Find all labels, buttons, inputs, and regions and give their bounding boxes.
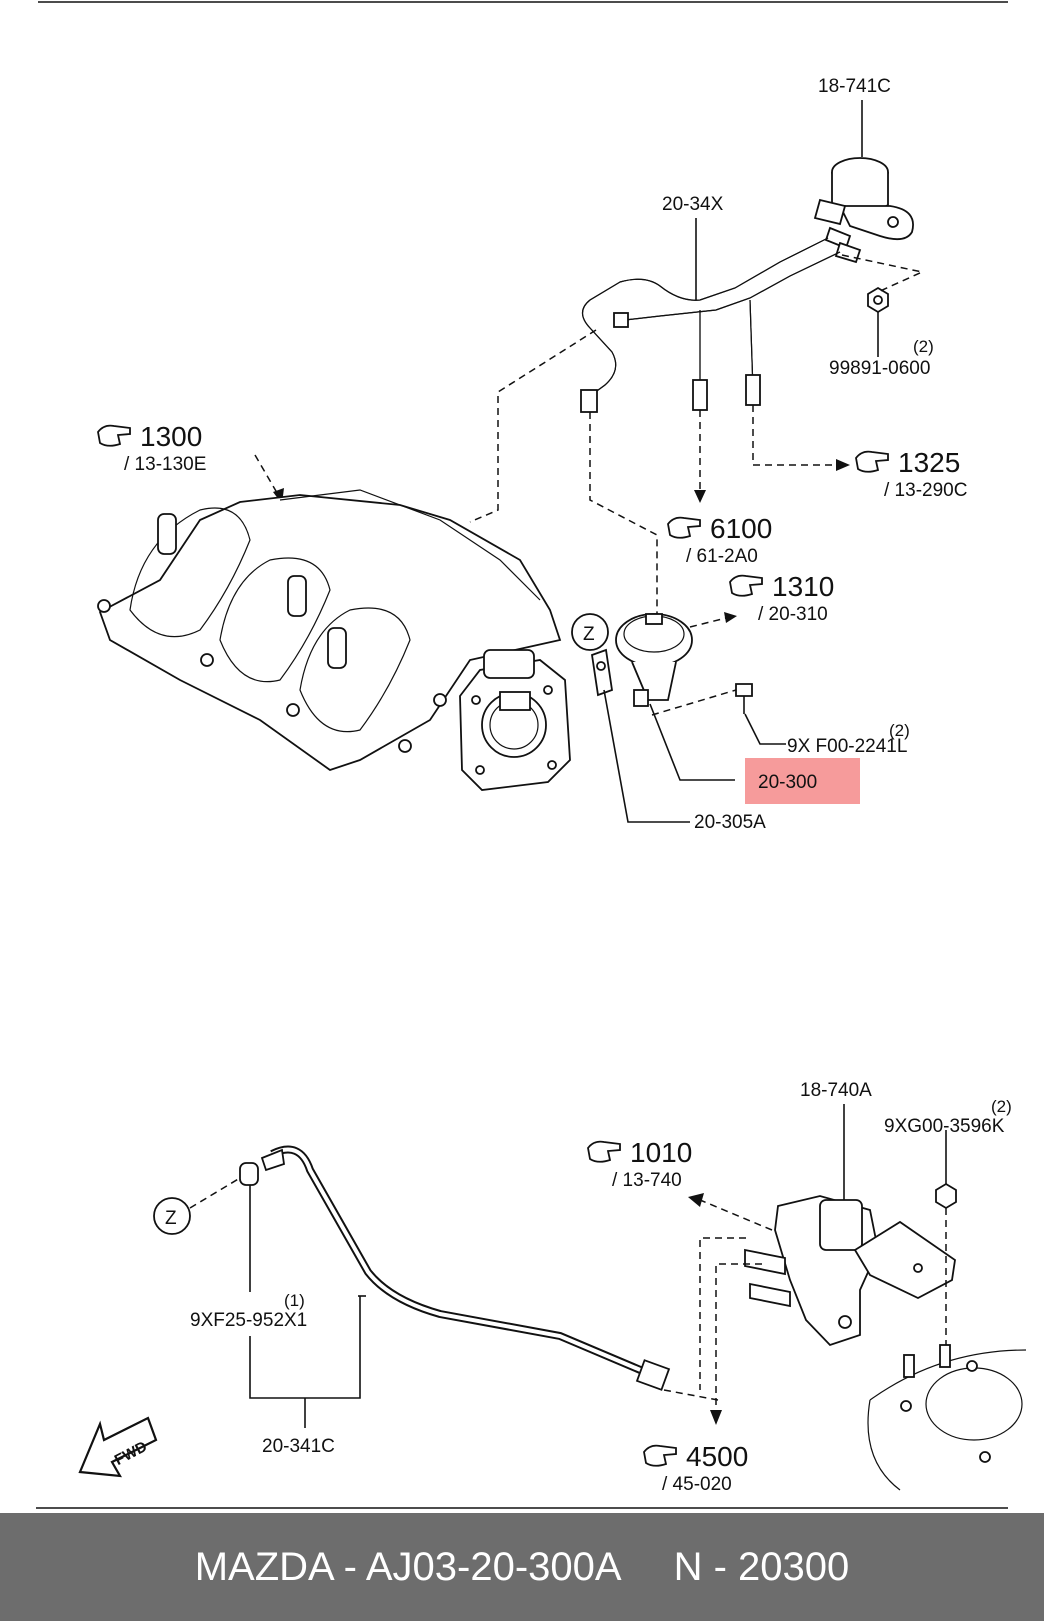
footer-brand-part: MAZDA - AJ03-20-300A — [194, 1544, 622, 1589]
label-20-34x: 20-34X — [662, 194, 724, 215]
ref-1010-number: 1010 — [630, 1137, 692, 1168]
z-marker-bottom — [153, 1197, 191, 1235]
ref-1310-number: 1310 — [772, 571, 834, 602]
ref-1300: 1300 / 13-130E — [97, 421, 206, 475]
label-20-341c: 20-341C — [262, 1436, 335, 1457]
label-20-300: 20-300 — [758, 772, 817, 793]
label-99891-0600: 99891-0600 — [829, 358, 930, 379]
highlight-20-300 — [745, 758, 860, 804]
ref-4500-number: 4500 — [686, 1441, 748, 1472]
z-label-top: Z — [583, 624, 595, 645]
label-18-740a: 18-740A — [800, 1080, 872, 1101]
engine-mount-plate — [867, 1344, 1027, 1491]
nut-9xg00-3596k — [935, 1182, 957, 1210]
bolt-9xf00-2241l — [735, 683, 753, 714]
label-18-741c: 18-741C — [818, 76, 891, 97]
label-9xf25-952x1: 9XF25-952X1 — [190, 1310, 307, 1331]
nut-99891-0600 — [867, 286, 889, 314]
ref-6100-number: 6100 — [710, 513, 772, 544]
label-20-305a: 20-305A — [694, 812, 766, 833]
fwd-arrow-icon: FWD — [78, 1416, 158, 1478]
vacuum-pipe-20-341c — [260, 1145, 671, 1391]
ref-1300-sub: / 13-130E — [124, 454, 206, 475]
parts-diagram: 18-741C 20-34X (2) 99891-0600 1300 / 13-… — [36, 1, 1027, 1509]
label-9xf00-2241l: 9X F00-2241L — [787, 736, 907, 757]
label-9xg00-3596k: 9XG00-3596K — [884, 1116, 1005, 1137]
throttle-body — [459, 649, 571, 791]
ref-6100: 6100 / 61-2A0 — [667, 513, 772, 567]
gasket-20-305a — [591, 648, 613, 697]
footer-text: MAZDA - AJ03-20-300A N - 20300 — [0, 1513, 1044, 1621]
intake-manifold — [97, 489, 562, 771]
vacuum-hose-20-34x — [580, 237, 841, 413]
egr-valve-20-300 — [615, 613, 693, 707]
ref-1300-number: 1300 — [140, 421, 202, 452]
qty-9xg00-3596k: (2) — [991, 1097, 1012, 1116]
ref-1325: 1325 / 13-290C — [855, 447, 967, 501]
ref-6100-sub: / 61-2A0 — [686, 546, 758, 567]
ref-1310-sub: / 20-310 — [758, 604, 828, 625]
qty-9xf00-2241l: (2) — [889, 721, 910, 740]
ref-4500: 4500 / 45-020 — [643, 1441, 748, 1495]
solenoid-valve-18-741c — [813, 157, 914, 264]
z-label-bottom: Z — [165, 1208, 177, 1229]
footer-bar: MAZDA - AJ03-20-300A N - 20300 — [0, 1513, 1044, 1621]
ref-1010-sub: / 13-740 — [612, 1170, 682, 1191]
qty-99891-0600: (2) — [913, 337, 934, 356]
ref-1325-sub: / 13-290C — [884, 480, 967, 501]
qty-9xf25-952x1: (1) — [284, 1291, 305, 1310]
ref-1010: 1010 / 13-740 — [587, 1137, 692, 1191]
vacuum-solenoid-18-740a — [744, 1195, 956, 1347]
z-marker-top — [571, 613, 609, 651]
footer-number: N - 20300 — [673, 1544, 850, 1589]
ref-1310: 1310 / 20-310 — [729, 571, 834, 625]
ref-1325-number: 1325 — [898, 447, 960, 478]
cap-9xf25-952x1 — [239, 1162, 259, 1186]
ref-4500-sub: / 45-020 — [662, 1474, 732, 1495]
